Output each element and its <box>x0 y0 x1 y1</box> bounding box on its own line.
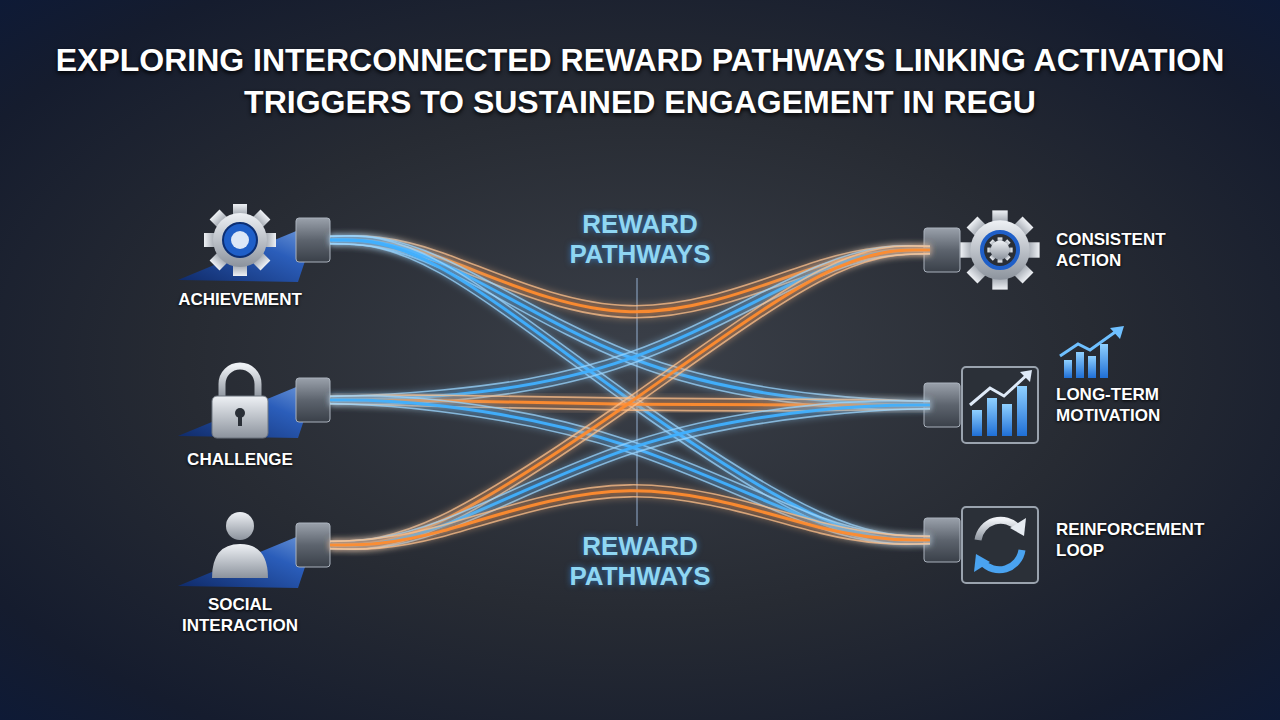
reward-pathway <box>330 236 930 544</box>
reward-pathway <box>330 401 930 549</box>
icon-slot <box>150 355 330 445</box>
node-label: CONSISTENT ACTION <box>1050 229 1221 272</box>
pathway-strand <box>330 404 930 545</box>
pathway-strand <box>330 405 930 545</box>
node-label: SOCIAL INTERACTION <box>155 590 325 637</box>
pathway-strand <box>330 254 930 550</box>
pathway-strand <box>330 250 930 545</box>
outcome-node: CONSISTENT ACTION <box>930 205 1221 295</box>
node-label: REINFORCEMENT LOOP <box>1050 519 1221 562</box>
node-label: LONG-TERM MOTIVATION <box>1050 384 1221 427</box>
trigger-node: CHALLENGE <box>150 355 330 470</box>
outcome-node: REINFORCEMENT LOOP <box>930 495 1221 585</box>
pathway-strand <box>330 244 930 545</box>
reward-pathway <box>330 246 930 404</box>
reward-pathway <box>330 396 930 544</box>
reward-pathway <box>330 246 930 549</box>
pathway-strand <box>330 396 930 537</box>
trigger-node: ACHIEVEMENT <box>150 195 330 310</box>
center-label: REWARD PATHWAYS <box>550 532 730 592</box>
outcome-node: LONG-TERM MOTIVATION <box>930 360 1221 450</box>
icon-slot <box>150 500 330 590</box>
icon-slot <box>930 360 1050 450</box>
diagram-title: EXPLORING INTERCONNECTED REWARD PATHWAYS… <box>30 40 1250 123</box>
pathway-strand <box>330 401 930 542</box>
pathway-strand <box>330 240 930 540</box>
pathway-strand <box>330 254 930 405</box>
icon-slot <box>930 495 1050 585</box>
pathway-strand <box>330 400 930 540</box>
pathway-strand <box>330 409 930 550</box>
icon-slot <box>930 205 1050 295</box>
center-label: REWARD PATHWAYS <box>550 210 730 270</box>
trigger-node: SOCIAL INTERACTION <box>150 500 330 637</box>
icon-slot <box>150 195 330 285</box>
node-label: CHALLENGE <box>155 445 325 470</box>
node-label: ACHIEVEMENT <box>155 285 325 310</box>
